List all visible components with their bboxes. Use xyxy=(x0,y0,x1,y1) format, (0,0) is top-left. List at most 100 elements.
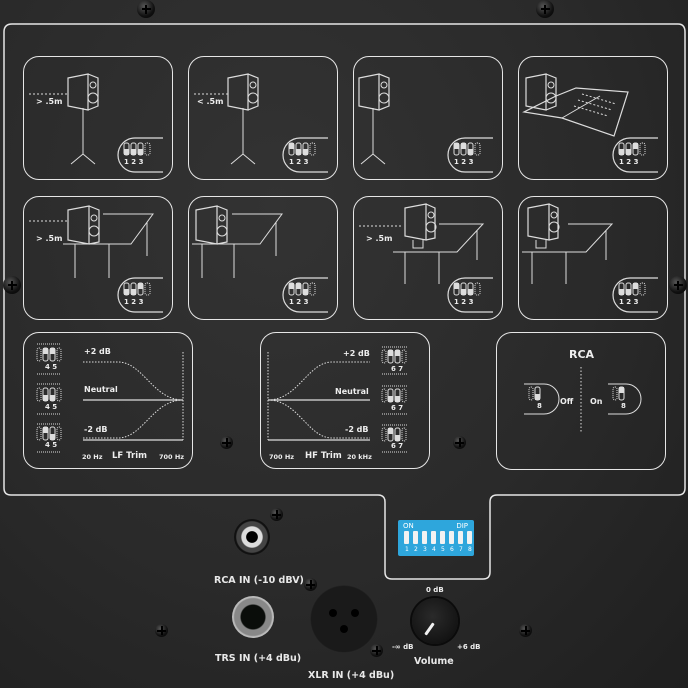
lf-neutral-label: Neutral xyxy=(84,385,118,394)
lf-title: LF Trim xyxy=(112,451,148,461)
hf-freq-low: 700 Hz xyxy=(269,453,295,461)
screw-mid-right xyxy=(453,436,466,449)
dip-numbers: 1 2 3 xyxy=(454,158,474,166)
dip-title-label: DIP xyxy=(456,522,468,530)
hf-dip-a: 6 7 xyxy=(391,365,404,373)
distance-label: > .5m xyxy=(36,234,63,243)
placement-tile-stand-near: < .5m 1 2 3 xyxy=(188,56,338,180)
placement-tile-stand-far: > .5m 1 2 3 xyxy=(23,56,173,180)
dip-numbers: 1 2 3 xyxy=(289,158,309,166)
dip-num: 3 xyxy=(423,546,427,553)
dip-numbers: 1 2 3 xyxy=(619,298,639,306)
hf-trim-curve-icon xyxy=(267,346,408,453)
hf-title: HF Trim xyxy=(305,451,342,461)
trs-input-label: TRS IN (+4 dBu) xyxy=(215,653,302,664)
dip-switch-bank[interactable]: ON DIP 1 2 3 4 5 6 7 8 xyxy=(398,520,474,556)
screw-xlr-top xyxy=(304,578,317,591)
dip-num: 8 xyxy=(468,546,472,553)
dip-numbers: 1 2 3 xyxy=(289,298,309,306)
dip-numbers: 1 2 3 xyxy=(124,298,144,306)
screw-top-right xyxy=(536,0,554,18)
speaker-on-desk-icon xyxy=(192,205,328,313)
dip-num: 7 xyxy=(459,546,463,553)
screw-bottom-right xyxy=(519,624,532,637)
screw-mid-left xyxy=(220,436,233,449)
dip-switch-2[interactable] xyxy=(413,531,418,544)
lf-trim-curve-icon xyxy=(36,343,184,453)
speaker-on-stand-icon xyxy=(29,73,163,173)
speaker-on-stand-icon xyxy=(194,73,328,173)
hf-minus2-label: -2 dB xyxy=(345,425,369,434)
dip-numbers: 1 2 3 xyxy=(124,158,144,166)
hf-trim-panel: +2 dB Neutral -2 dB 6 7 6 7 6 7 700 Hz H… xyxy=(260,332,430,469)
volume-label: Volume xyxy=(414,656,454,667)
hf-neutral-label: Neutral xyxy=(335,387,369,396)
speaker-with-console-icon xyxy=(522,73,658,173)
xlr-pin xyxy=(329,609,337,617)
hf-dip-b: 6 7 xyxy=(391,404,404,412)
lf-dip-a: 4 5 xyxy=(45,363,58,371)
dip-on-label: ON xyxy=(403,522,414,530)
volume-mid-label: 0 dB xyxy=(426,586,444,594)
lf-trim-panel: +2 dB Neutral -2 dB 4 5 4 5 4 5 20 Hz LF… xyxy=(23,332,193,469)
speaker-on-desk-icon xyxy=(29,205,163,313)
volume-max-label: +6 dB xyxy=(457,643,481,651)
dip-numbers: 1 2 3 xyxy=(619,158,639,166)
screw-bottom-left xyxy=(155,624,168,637)
xlr-pin xyxy=(351,609,359,617)
rca-dip-off: 8 xyxy=(537,402,542,410)
speaker-on-stand-icon xyxy=(358,73,493,173)
dip-num: 4 xyxy=(432,546,436,553)
screw-rca xyxy=(270,508,283,521)
dip-switch-5[interactable] xyxy=(440,531,445,544)
distance-label: > .5m xyxy=(36,97,63,106)
lf-minus2-label: -2 dB xyxy=(84,425,108,434)
rca-panel: RCA Off On 8 8 xyxy=(496,332,666,470)
dip-switch-6[interactable] xyxy=(449,531,454,544)
lf-plus2-label: +2 dB xyxy=(84,347,111,356)
lf-dip-c: 4 5 xyxy=(45,441,58,449)
dip-num: 6 xyxy=(450,546,454,553)
dip-switch-3[interactable] xyxy=(422,531,427,544)
dip-numbers: 1 2 3 xyxy=(454,298,474,306)
dip-switch-1[interactable] xyxy=(404,531,409,544)
dip-switch-7[interactable] xyxy=(458,531,463,544)
lf-freq-low: 20 Hz xyxy=(82,453,103,461)
screw-top-left xyxy=(137,0,155,18)
screw-right xyxy=(669,276,687,294)
distance-label: > .5m xyxy=(366,234,393,243)
placement-tile-desk-stand-wall: 1 2 3 xyxy=(518,196,668,320)
rca-title: RCA xyxy=(569,348,595,361)
placement-tile-console: 1 2 3 xyxy=(518,56,668,180)
xlr-pin xyxy=(340,625,348,633)
xlr-input-label: XLR IN (+4 dBu) xyxy=(308,670,395,681)
placement-tile-desk-stand-far: > .5m 1 2 3 xyxy=(353,196,503,320)
screw-xlr-bottom xyxy=(370,644,383,657)
dip-num: 2 xyxy=(414,546,418,553)
volume-indicator xyxy=(424,622,435,636)
rca-dip-on: 8 xyxy=(621,402,626,410)
xlr-input-jack[interactable] xyxy=(310,585,378,653)
placement-tile-stand-wall: 1 2 3 xyxy=(353,56,503,180)
volume-knob[interactable] xyxy=(412,598,458,644)
dip-num: 1 xyxy=(405,546,409,553)
dip-switch-8[interactable] xyxy=(467,531,472,544)
rca-input-jack[interactable] xyxy=(234,519,270,555)
dip-num: 5 xyxy=(441,546,445,553)
rca-switch-diagram xyxy=(524,367,642,432)
speaker-on-desk-stand-icon xyxy=(522,203,658,313)
rca-input-label: RCA IN (-10 dBV) xyxy=(214,575,304,586)
placement-tile-desk-far: > .5m 1 2 3 xyxy=(23,196,173,320)
lf-dip-b: 4 5 xyxy=(45,403,58,411)
lf-freq-high: 700 Hz xyxy=(159,453,185,461)
distance-label: < .5m xyxy=(197,97,224,106)
dip-switch-4[interactable] xyxy=(431,531,436,544)
rca-on-label: On xyxy=(590,397,603,406)
trs-input-jack[interactable] xyxy=(232,596,274,638)
rca-off-label: Off xyxy=(560,397,574,406)
hf-plus2-label: +2 dB xyxy=(343,349,370,358)
volume-min-label: -∞ dB xyxy=(392,643,414,651)
hf-freq-high: 20 kHz xyxy=(347,453,372,461)
